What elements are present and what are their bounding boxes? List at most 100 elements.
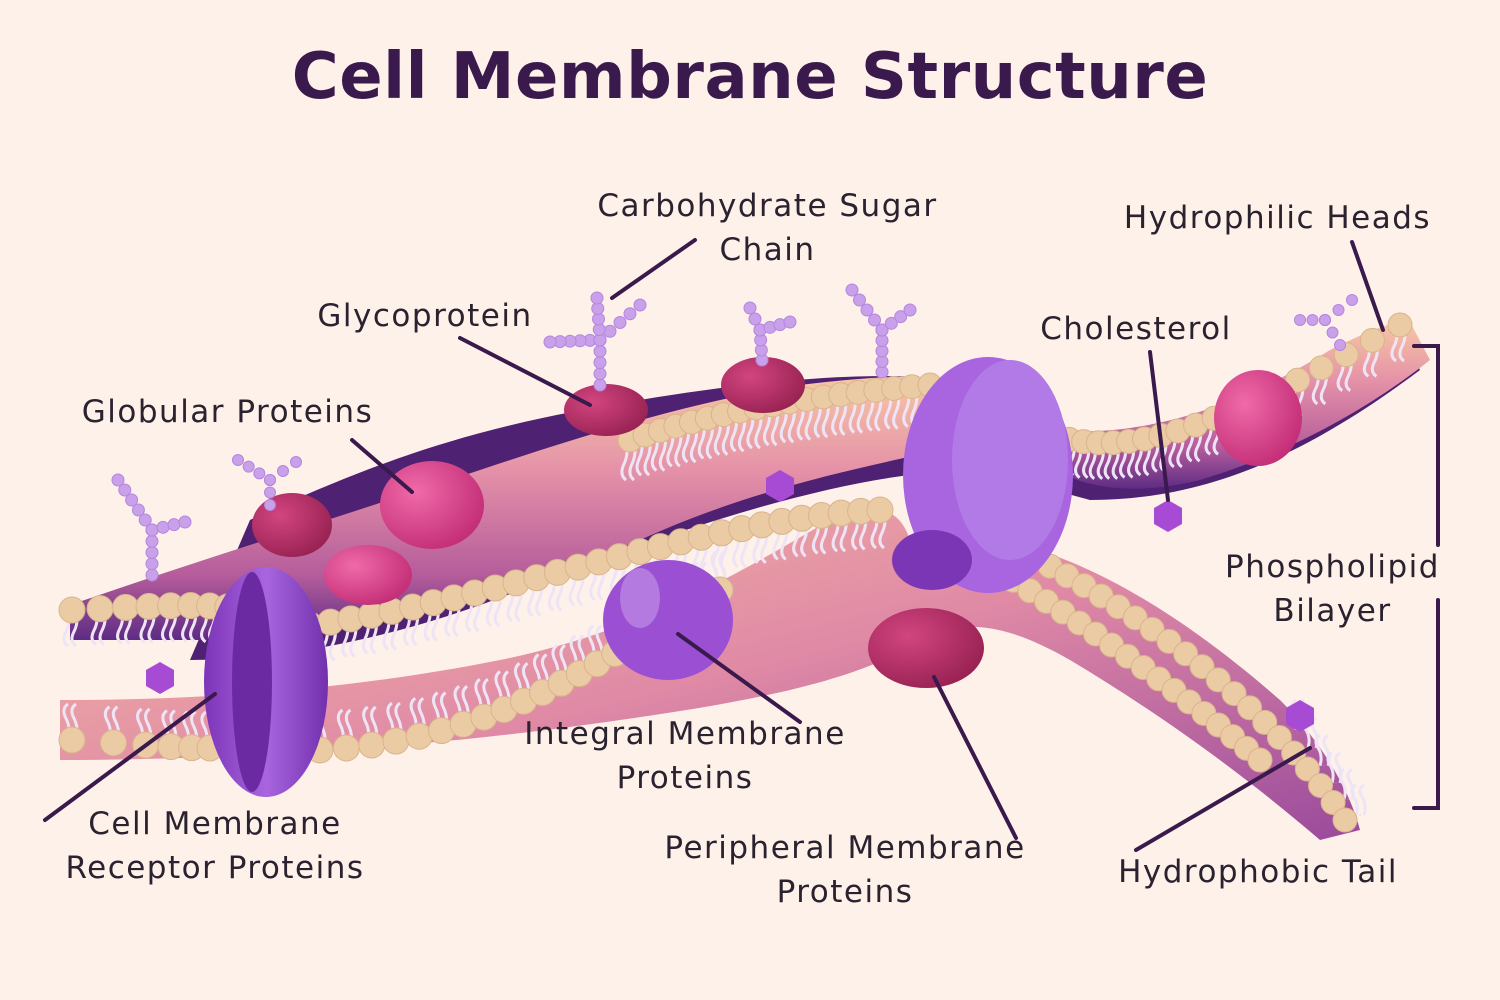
sugar-bead (868, 313, 881, 327)
label-glycoprotein: Glycoprotein (317, 298, 533, 334)
peripheral-membrane-protein (868, 608, 984, 688)
label-hydrophilic-heads: Hydrophilic Heads (1123, 200, 1432, 236)
sugar-bead (1346, 294, 1358, 306)
glycoprotein-body-2 (721, 357, 805, 413)
sugar-bead (613, 316, 627, 329)
sugar-bead (593, 344, 607, 358)
leader-lines (43, 238, 1440, 852)
leader-glycoprotein (458, 336, 592, 407)
phosphate-head (58, 726, 86, 754)
sugar-bead (178, 515, 192, 529)
sugar-bead (232, 454, 244, 466)
integral-protein-highlight (620, 568, 660, 628)
sugar-bead (111, 473, 125, 487)
sugar-bead (290, 456, 302, 468)
sugar-bead (543, 335, 557, 349)
sugar-bead (145, 557, 159, 571)
sugar-bead (167, 518, 181, 532)
phosphate-head (112, 593, 140, 621)
globular-protein (380, 461, 484, 549)
lipid-tail (1338, 768, 1347, 800)
phosphate-head (332, 734, 360, 762)
label-cholesterol: Cholesterol (1040, 311, 1232, 347)
sugar-bead (845, 283, 859, 297)
leader-carbohydrate (610, 238, 697, 300)
phosphate-head (1320, 790, 1346, 816)
phosphate-head (358, 731, 386, 759)
bilayer-bracket-lower (1412, 598, 1440, 810)
sugar-bead (145, 568, 159, 582)
phosphate-head (1308, 355, 1334, 381)
sugar-bead (1334, 339, 1346, 351)
sugar-bead (264, 499, 276, 511)
sugar-bead (118, 483, 132, 497)
sugar-bead (145, 546, 159, 559)
sugar-bead (860, 303, 874, 317)
phosphate-head (1332, 807, 1358, 833)
leader-hydrophilic (1350, 240, 1385, 332)
cholesterol-molecule-4 (1286, 700, 1314, 732)
sugar-bead (125, 493, 139, 507)
phosphate-head (382, 727, 410, 755)
sugar-bead (1319, 314, 1331, 326)
globular-protein-left (252, 493, 332, 557)
protein-layer (146, 357, 1314, 797)
sugar-bead (903, 303, 917, 317)
globular-protein-lower (324, 545, 412, 605)
cholesterol-molecule-3 (146, 662, 174, 694)
phosphate-head (405, 722, 433, 750)
lipid-tail (1326, 751, 1335, 784)
sugar-bead (264, 486, 276, 499)
channel-protein-face (952, 360, 1068, 560)
label-cell-membrane-receptor-proteins: Cell Membrane Receptor Proteins (65, 806, 365, 886)
lipid-tail (1350, 783, 1359, 816)
sugar-bead (623, 307, 637, 321)
label-phospholipid-bilayer: Phospholipid Bilayer (1225, 549, 1440, 629)
label-globular-proteins: Globular Proteins (81, 394, 374, 430)
sugar-bead (1294, 314, 1306, 326)
sugar-chain-layer (111, 283, 1358, 582)
bilayer-bracket (1412, 344, 1440, 547)
phosphate-head (1237, 695, 1263, 721)
sugar-bead (242, 460, 255, 473)
phosphate-head (1205, 667, 1231, 693)
phosphate-head (1247, 747, 1273, 773)
phosphate-head (1221, 681, 1247, 707)
sugar-bead (131, 503, 145, 517)
sugar-bead (253, 467, 266, 480)
phosphate-head (99, 729, 127, 757)
lipid-tail (1358, 783, 1367, 816)
sugar-bead (138, 513, 152, 527)
phosphate-head (58, 596, 86, 624)
leader-receptor (43, 692, 217, 822)
sugar-bead (748, 312, 762, 326)
sugar-bead (743, 301, 757, 315)
glycoprotein-body (564, 384, 648, 436)
sugar-bead (590, 291, 604, 305)
cholesterol-molecule-2 (766, 470, 794, 502)
sugar-bead (884, 316, 898, 330)
leader-cholesterol (1148, 350, 1170, 502)
phosphate-head (1285, 367, 1311, 393)
sugar-bead (853, 293, 866, 307)
sugar-bead (145, 534, 159, 548)
leader-globular (350, 438, 414, 494)
phosphate-head (1308, 773, 1334, 799)
sugar-bead (145, 523, 159, 537)
sugar-bead (894, 310, 908, 324)
sugar-bead (264, 474, 276, 486)
leader-peripheral (932, 675, 1018, 840)
label-hydrophobic-tail: Hydrophobic Tail (1118, 854, 1398, 890)
sugar-bead (1326, 326, 1339, 339)
sugar-bead (783, 315, 797, 329)
sugar-bead (603, 324, 617, 338)
phosphate-head (1252, 709, 1278, 735)
sugar-bead (593, 356, 607, 369)
leader-integral (676, 632, 802, 724)
diagram-title: Cell Membrane Structure (291, 40, 1209, 114)
label-carbohydrate-sugar-chain: Carbohydrate Sugar Chain (597, 188, 938, 268)
globular-protein-right (1214, 370, 1302, 466)
sugar-bead (1306, 314, 1319, 326)
label-peripheral-membrane-proteins: Peripheral Membrane Proteins (664, 830, 1026, 910)
